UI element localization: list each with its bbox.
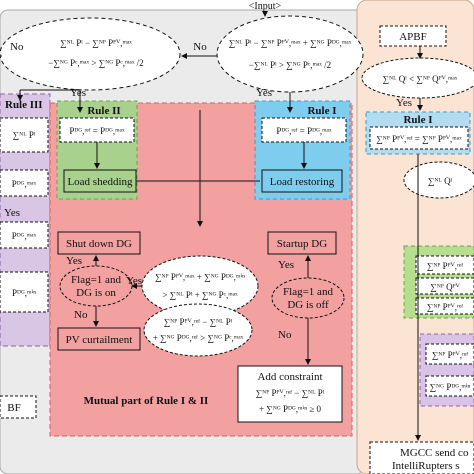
left-p3: Pᴰᴳ,ᵐᵃˣ [12, 231, 37, 241]
right-g1: ∑ᴺᴾ Pᴾⱽ,ʳᵉᶠ [427, 261, 463, 271]
shut-down-dg-box [57, 231, 141, 255]
rule3-box-2 [0, 169, 49, 197]
top-left-decision [0, 17, 181, 91]
top-decision [216, 15, 364, 93]
right-q-decision [361, 57, 474, 99]
right-g2: ∑ᴺᴾ Qᴾⱽ [430, 282, 460, 292]
yes-label-top: Yes [256, 87, 272, 99]
left-p2: Pᴰᴳ,ᵐᵃˣ [12, 179, 37, 189]
mgcc-box [369, 441, 474, 474]
bf-text: BF [7, 402, 20, 414]
rule1-formula: Pᴰᴳ,ʳᵉᶠ = Pᴰᴳ,ᵐᵃˣ [276, 126, 332, 136]
rule3-yes: Yes [4, 207, 20, 219]
load-restoring-box [261, 169, 343, 193]
left-p1: ∑ᴺᴸ Pˡ [13, 130, 36, 140]
constraint-formula-1: ∑ᴺᴾ Pᴾⱽ,ʳᵉᶠ − ∑ᴺᴸ Pˡ [256, 388, 325, 398]
no-label-left: No [10, 41, 24, 53]
add-constraint-box [237, 365, 343, 423]
rule3-label: Rule III [5, 99, 43, 111]
right-rule1-label: Rule I [403, 114, 432, 126]
startup-dg-box [267, 231, 337, 255]
top-formula-2: −∑ᴺᴸ Pˡ > ∑ᴺᴳ Pᶜ,ᵐᵃˣ /2 [249, 60, 331, 70]
rule2-formula: Pᴰᴳ,ʳᵉᶠ = Pᴰᴳ,ᵐᵃˣ [69, 126, 125, 136]
shut-down-dg-text: Shut down DG [66, 238, 132, 250]
right-yes: Yes [396, 97, 412, 109]
top-left-formula-2: −∑ᴺᴳ Pᶜ,ᵐᵃˣ > ∑ᴺᴳ Pᶜ,ᵐᵃˣ /2 [48, 58, 143, 68]
right-q1: ∑ᴺᴸ Qˡ < ∑ᴺᴾ Qᴾⱽ,ᵐᵃˣ [383, 74, 458, 84]
no-label-top: No [193, 41, 207, 53]
flag-on-decision [59, 265, 133, 307]
right-q2-decision [403, 161, 474, 199]
load-restoring-text: Load restoring [270, 176, 335, 188]
right-g3: ∑ᴺᴾ Pᴾⱽ,ʳᵉᶠ [427, 302, 463, 312]
right-p-box-2 [425, 375, 474, 397]
apbf-text: APBF [399, 31, 427, 43]
left-p4: Pᴰᴳ,ᵐⁱⁿ [12, 288, 36, 298]
constraint-formula-2: + ∑ᴺᴳ Pᴰᴳ,ᵐⁱⁿ ≥ 0 [259, 404, 322, 414]
rule3-box-1 [0, 117, 49, 153]
rule3-box-3 [0, 221, 49, 249]
load-shedding-text: Load shedding [67, 176, 133, 188]
right-g-box-3 [415, 297, 474, 315]
flag-off-text-2: DG is off [287, 299, 329, 311]
startup-dg-text: Startup DG [277, 238, 327, 250]
flag-off-no: No [278, 329, 292, 341]
add-constraint-text: Add constraint [257, 371, 322, 383]
right-p2: ∑ᴺᴳ Pᴰᴳ,ᵐⁱⁿ [430, 382, 471, 392]
mgcc-text-1: MGCC send co [400, 447, 469, 459]
mid-formula-2: > ∑ᴺᴸ Pˡ + ∑ᴺᴳ Pᶜ,ᵐᵃˣ [162, 290, 238, 300]
flag-on-yes: Yes [66, 255, 82, 267]
right-rule1-box [369, 126, 469, 150]
right-q2: ∑ᴺᴸ Qˡ [428, 176, 453, 186]
apbf-box [379, 25, 447, 47]
flag-on-text-1: Flag=1 and [71, 274, 121, 286]
right-p1: ∑ᴺᴾ Pᴾⱽ,ʳᵉᶠ [432, 350, 468, 360]
lower-decision [143, 303, 253, 357]
top-left-formula-1: ∑ᴺᴸ Pˡ − ∑ᴺᴾ Pᴾⱽ,ᵐᵃˣ [60, 38, 132, 48]
flag-off-decision [271, 277, 345, 319]
yes-label-left: Yes [70, 87, 86, 99]
low-formula-1: ∑ᴺᴾ Pᴾⱽ,ʳᵉᶠ − ∑ᴺᴸ Pˡ [164, 317, 233, 327]
right-p-box-1 [425, 343, 474, 365]
rule3-box-4 [0, 271, 49, 313]
rule1-label: Rule I [307, 105, 336, 117]
pv-curtailment-text: PV curtailment [66, 334, 133, 346]
input-label: <Input> [249, 1, 282, 12]
mutual-part-label: Mutual part of Rule I & II [84, 395, 209, 407]
bf-box [0, 395, 37, 419]
top-formula-1: ∑ᴺᴸ Pˡ − ∑ᴺᴾ Pᴾⱽ,ᵐᵃˣ + ∑ᴺᴳ Pᴰᴳ,ᵐᵃˣ [229, 38, 352, 48]
yes-label-mid: Yes [126, 275, 142, 287]
rule1-box [261, 117, 347, 143]
flag-off-yes: Yes [278, 259, 294, 271]
mgcc-text-2: IntelliRupters s [392, 460, 460, 472]
mid-formula-1: ∑ᴺᴾ Pᴾⱽ,ᵐᵃˣ + ∑ᴺᴳ Pᴰᴳ,ᵐⁱⁿ [155, 272, 245, 282]
low-formula-2: + ∑ᴺᴳ Pᴰᴳ,ʳᵉᶠ > ∑ᴺᴳ Pᶜ,ᵐᵃˣ [153, 333, 244, 343]
flag-on-text-2: DG is on [76, 287, 116, 299]
rule2-label: Rule II [87, 105, 120, 117]
flag-on-no: No [74, 309, 88, 321]
right-g-box-2 [415, 277, 474, 295]
flag-off-text-1: Flag=1 and [283, 286, 333, 298]
right-rule1-formula: ∑ᴺᴾ Pᴾⱽ,ʳᵉᶠ = ∑ᴺᴾ Pᴾⱽ,ᵐᵃˣ [376, 134, 462, 144]
right-g-box-1 [415, 255, 474, 275]
pv-curtailment-box [57, 327, 141, 351]
